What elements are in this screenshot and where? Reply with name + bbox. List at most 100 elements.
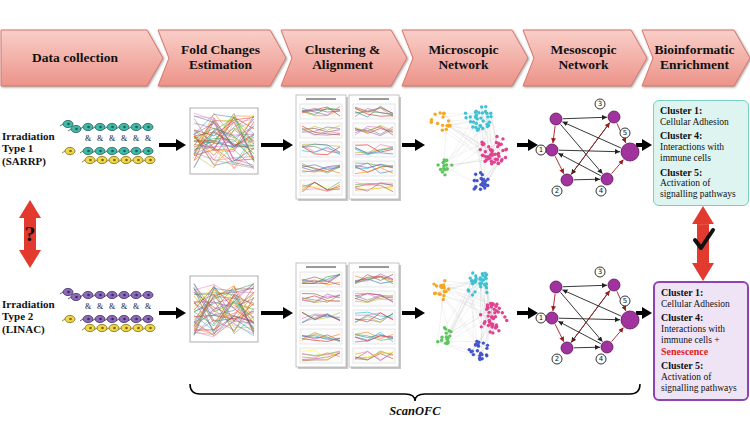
- gene-dot: [481, 111, 484, 114]
- cluster-profile: [302, 165, 340, 169]
- gene-dot: [504, 148, 507, 151]
- pairing-symbol: &: [97, 135, 103, 143]
- cluster-profile: [355, 332, 393, 339]
- cell-tail: [140, 127, 143, 129]
- callout-number: 4: [596, 354, 607, 365]
- fold-change-line: [194, 301, 254, 326]
- cluster-profile: [302, 294, 340, 299]
- cell-body: [63, 120, 73, 127]
- gene-dot: [480, 325, 483, 328]
- cluster-link: [555, 324, 564, 341]
- fold-change-line: [194, 296, 254, 321]
- cell-body: [131, 291, 141, 298]
- gene-link: [476, 163, 499, 187]
- stage-banner: Bioinformatic Enrichment: [642, 30, 750, 86]
- cell-body: [107, 123, 117, 130]
- gene-link: [468, 290, 481, 327]
- cell-tail: [104, 295, 107, 297]
- mini-plot: [353, 348, 395, 363]
- edge-label: ?: [25, 223, 36, 245]
- cluster-profile: [302, 277, 340, 285]
- cell-body: [63, 288, 73, 295]
- cluster-profile: [302, 164, 340, 173]
- gene-dot: [467, 288, 470, 291]
- gene-dot: [493, 160, 496, 163]
- cell-body: [95, 147, 105, 154]
- check-mark: [695, 230, 713, 248]
- gene-dot: [464, 116, 467, 119]
- gene-dot: [440, 335, 443, 338]
- mini-plot: [300, 180, 342, 195]
- cell-body: [119, 315, 129, 322]
- mini-plot: [353, 180, 395, 195]
- cell-nucleus: [67, 123, 70, 126]
- gene-link: [444, 166, 485, 188]
- stage-label: Fold Changes Estimation: [174, 43, 267, 72]
- cluster-link: [553, 126, 555, 143]
- cell-tail: [60, 124, 63, 126]
- gene-dot: [441, 115, 444, 118]
- callout-number: 3: [595, 267, 606, 278]
- cell-nucleus: [111, 126, 114, 129]
- cluster-heading: Cluster 5:: [661, 360, 742, 372]
- cell-tail: [106, 328, 109, 330]
- gene-dot: [479, 278, 482, 281]
- cell-tail: [80, 151, 83, 153]
- cluster-profile: [355, 313, 393, 322]
- callout-number: 1: [536, 145, 547, 156]
- cell-body: [97, 156, 107, 163]
- cell-nucleus: [123, 150, 126, 153]
- gene-dot: [486, 125, 489, 128]
- cell-nucleus: [123, 294, 126, 297]
- cluster-profile: [302, 188, 340, 190]
- gene-dot: [447, 119, 450, 122]
- gene-dot: [475, 340, 478, 343]
- gene-dot: [496, 162, 499, 165]
- gene-dot: [474, 186, 477, 189]
- gene-dot: [494, 315, 497, 318]
- gene-dot: [437, 292, 440, 295]
- cluster-profile: [302, 275, 340, 282]
- cell-tail: [118, 328, 121, 330]
- cell-body: [95, 315, 105, 322]
- flow-arrow: [402, 143, 415, 147]
- gene-dot: [485, 354, 488, 357]
- mini-plot: [300, 142, 342, 157]
- cluster-profile: [355, 108, 393, 117]
- cell-tail: [142, 160, 145, 162]
- gene-link: [446, 137, 497, 161]
- gene-dot: [485, 347, 488, 350]
- enrichment-box: Cluster 1:Cellular AdhesionCluster 4:Int…: [653, 281, 749, 401]
- gene-dot: [443, 279, 446, 282]
- callout-number: 2: [552, 354, 563, 365]
- gene-dot: [476, 117, 479, 120]
- cell-body: [65, 147, 75, 154]
- cell-tail: [62, 319, 65, 321]
- cell-body: [121, 156, 131, 163]
- cell-nucleus: [135, 318, 138, 321]
- gene-link: [486, 278, 488, 292]
- gene-link: [447, 129, 483, 169]
- generated-art: [60, 95, 639, 369]
- cell-body: [131, 147, 141, 154]
- flow-arrow: [159, 143, 176, 147]
- gene-dot: [470, 279, 473, 282]
- cluster-profile: [302, 298, 340, 303]
- cluster-profile: [355, 182, 393, 185]
- cell-tail: [116, 295, 119, 297]
- mini-plot: [353, 291, 395, 306]
- cluster-link: [563, 285, 607, 287]
- cell-nucleus: [125, 327, 128, 330]
- gene-dot: [481, 178, 484, 181]
- cell-body: [65, 315, 75, 322]
- fold-change-line: [194, 289, 254, 336]
- mini-plot: [353, 329, 395, 344]
- gene-link: [469, 291, 480, 356]
- cell-body: [109, 156, 119, 163]
- cell-body: [133, 324, 143, 331]
- gene-dot: [471, 293, 474, 296]
- page-shadow: [351, 97, 401, 201]
- cell-nucleus: [75, 296, 78, 299]
- mini-plot: [353, 142, 395, 157]
